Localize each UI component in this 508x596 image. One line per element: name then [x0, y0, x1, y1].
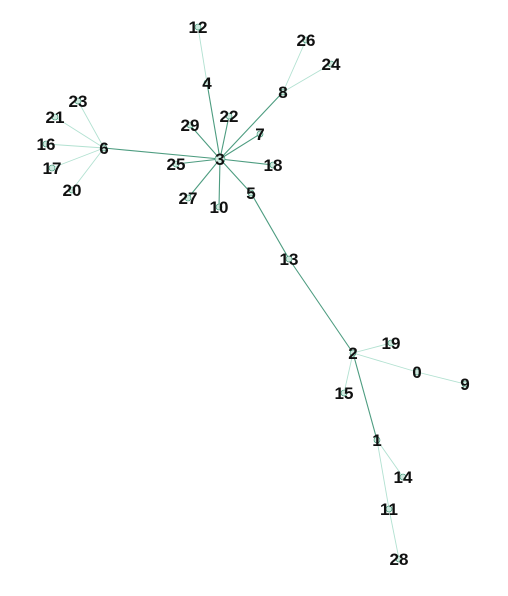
- edge-2-0: [352, 352, 418, 373]
- node-18[interactable]: [269, 161, 277, 169]
- node-23[interactable]: [74, 97, 82, 105]
- node-19[interactable]: [387, 339, 395, 347]
- node-label-16: 16: [37, 135, 56, 154]
- node-label-4: 4: [202, 74, 212, 93]
- node-21[interactable]: [51, 113, 59, 121]
- node-label-6: 6: [99, 139, 108, 158]
- edge-3-7: [219, 133, 261, 160]
- node-2[interactable]: [349, 349, 357, 357]
- edge-3-5: [219, 158, 252, 194]
- node-7[interactable]: [256, 130, 264, 138]
- edge-4-12: [197, 26, 208, 84]
- edge-2-19: [352, 342, 392, 354]
- node-label-27: 27: [179, 189, 198, 208]
- node-8[interactable]: [279, 88, 287, 96]
- node-15[interactable]: [340, 389, 348, 397]
- edge-8-26: [282, 39, 307, 93]
- node-label-25: 25: [167, 155, 186, 174]
- node-label-19: 19: [382, 334, 401, 353]
- edge-11-28: [388, 508, 400, 560]
- edge-layer: [45, 26, 466, 560]
- edge-3-18: [219, 158, 274, 166]
- node-28[interactable]: [395, 555, 403, 563]
- node-13[interactable]: [285, 255, 293, 263]
- edge-3-8: [219, 91, 284, 160]
- node-label-14: 14: [394, 468, 413, 487]
- edge-3-29: [189, 124, 221, 160]
- node-label-2: 2: [348, 344, 357, 363]
- node-label-10: 10: [210, 198, 229, 217]
- node-label-24: 24: [322, 55, 341, 74]
- edge-2-1: [352, 352, 378, 441]
- node-6[interactable]: [100, 144, 108, 152]
- node-label-22: 22: [220, 107, 239, 126]
- node-label-7: 7: [255, 125, 264, 144]
- edge-3-10: [218, 158, 221, 208]
- node-label-29: 29: [181, 116, 200, 135]
- node-26[interactable]: [302, 36, 310, 44]
- node-17[interactable]: [48, 164, 56, 172]
- node-label-21: 21: [46, 108, 65, 127]
- edge-6-21: [54, 116, 105, 149]
- node-layer: [42, 23, 469, 563]
- node-0[interactable]: [413, 368, 421, 376]
- node-label-12: 12: [189, 18, 208, 37]
- node-29[interactable]: [186, 121, 194, 129]
- node-label-13: 13: [280, 250, 299, 269]
- node-label-28: 28: [390, 550, 409, 569]
- node-14[interactable]: [399, 473, 407, 481]
- node-3[interactable]: [214, 153, 226, 165]
- node-4[interactable]: [203, 79, 211, 87]
- node-22[interactable]: [225, 112, 233, 120]
- node-16[interactable]: [42, 140, 50, 148]
- node-10[interactable]: [215, 203, 223, 211]
- edge-3-25: [175, 158, 221, 165]
- node-label-17: 17: [43, 159, 62, 178]
- edge-1-14: [376, 439, 404, 478]
- edge-6-23: [77, 100, 105, 149]
- node-label-15: 15: [335, 384, 354, 403]
- node-label-23: 23: [69, 92, 88, 111]
- edge-0-9: [416, 371, 466, 385]
- node-label-26: 26: [297, 31, 316, 50]
- node-9[interactable]: [461, 380, 469, 388]
- node-25[interactable]: [172, 160, 180, 168]
- edge-6-17: [51, 147, 105, 169]
- node-label-3: 3: [215, 150, 224, 169]
- edge-13-2: [288, 258, 354, 354]
- node-label-9: 9: [460, 375, 469, 394]
- node-12[interactable]: [194, 23, 202, 31]
- edge-3-27: [187, 158, 221, 199]
- edge-3-6: [103, 147, 221, 160]
- edge-2-15: [343, 352, 354, 394]
- node-label-5: 5: [246, 184, 255, 203]
- edge-6-16: [45, 143, 105, 149]
- edge-3-4: [206, 82, 221, 160]
- node-label-0: 0: [412, 363, 421, 382]
- node-27[interactable]: [184, 194, 192, 202]
- edge-1-11: [376, 439, 390, 510]
- edge-8-24: [282, 63, 332, 93]
- node-24[interactable]: [327, 60, 335, 68]
- node-11[interactable]: [385, 505, 393, 513]
- node-label-18: 18: [264, 156, 283, 175]
- edge-6-20: [71, 147, 105, 191]
- node-label-1: 1: [372, 431, 381, 450]
- node-5[interactable]: [247, 189, 255, 197]
- node-20[interactable]: [68, 186, 76, 194]
- node-label-11: 11: [380, 500, 398, 519]
- edge-3-22: [219, 115, 230, 160]
- node-label-20: 20: [63, 181, 82, 200]
- node-label-8: 8: [278, 83, 287, 102]
- node-1[interactable]: [373, 436, 381, 444]
- edge-5-13: [250, 192, 290, 260]
